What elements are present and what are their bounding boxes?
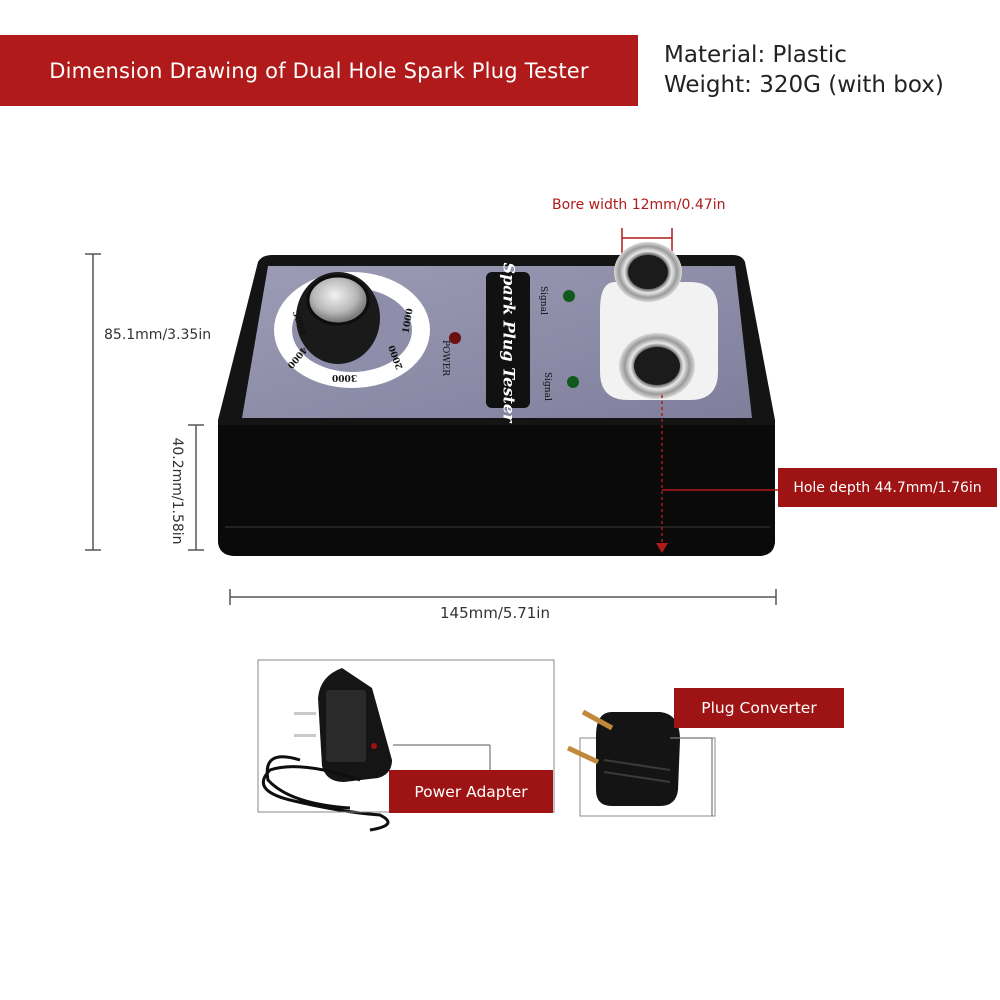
- plug-converter-badge: Plug Converter: [674, 688, 844, 728]
- power-adapter-badge: Power Adapter: [389, 770, 553, 813]
- signal-label-1: Signal: [538, 286, 548, 315]
- power-adapter-callout: [393, 744, 491, 770]
- signal-label-2: Signal: [542, 372, 552, 401]
- power-adapter-label: Power Adapter: [414, 782, 528, 801]
- dial-mark-3000: 3000: [332, 372, 358, 382]
- hole-depth-label: Hole depth 44.7mm/1.76in: [793, 479, 982, 496]
- length-dimension-line: [229, 589, 777, 605]
- device-name: Spark Plug Tester: [499, 262, 519, 422]
- title-banner: Dimension Drawing of Dual Hole Spark Plu…: [0, 35, 638, 106]
- bore-width-label: Bore width 12mm/0.47in: [552, 197, 726, 213]
- page-title: Dimension Drawing of Dual Hole Spark Plu…: [49, 58, 589, 83]
- height-dimension-line: [85, 253, 101, 551]
- power-label: POWER: [440, 340, 450, 377]
- body-height-dimension-line: [188, 424, 204, 551]
- plug-converter-image: [566, 709, 716, 817]
- body-height-label: 40.2mm/1.58in: [169, 437, 185, 545]
- total-height-label: 85.1mm/3.35in: [104, 327, 212, 343]
- hole-depth-arrow: [656, 395, 778, 553]
- material-spec: Material: Plastic: [664, 42, 847, 68]
- plug-converter-label: Plug Converter: [701, 699, 817, 717]
- hole-depth-badge: Hole depth 44.7mm/1.76in: [778, 468, 997, 507]
- spark-plug-tester-device: [218, 242, 775, 556]
- length-label: 145mm/5.71in: [440, 604, 550, 622]
- device-name-plate: Spark Plug Tester: [489, 262, 529, 422]
- power-adapter-image: [261, 668, 392, 832]
- weight-spec: Weight: 320G (with box): [664, 72, 944, 98]
- plug-converter-callout: [670, 737, 713, 816]
